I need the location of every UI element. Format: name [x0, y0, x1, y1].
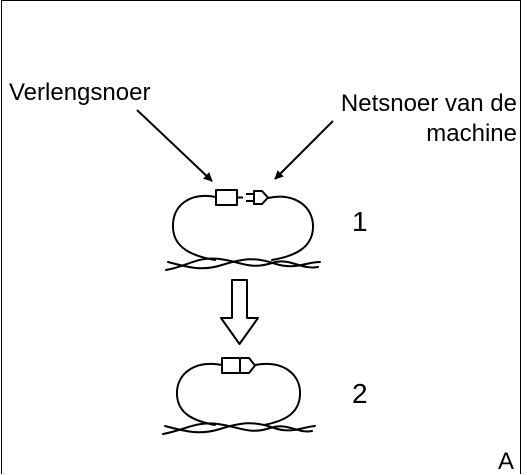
extension-cord-label: Verlengsnoer [9, 79, 151, 106]
cord-loop-closed-connection [162, 363, 316, 435]
plug-inserted-in-socket-icon [221, 357, 256, 374]
cord-loop-open-connection [165, 194, 321, 271]
extension-cord-leader-arrow [136, 109, 213, 182]
step-number-2: 2 [352, 378, 368, 409]
figure-letter: A [497, 448, 514, 475]
plug-and-socket-apart-icon [215, 189, 269, 206]
down-arrow-icon [220, 279, 259, 345]
machine-cord-label-line2: machine [426, 120, 517, 147]
step-number-1: 1 [352, 206, 368, 237]
machine-cord-label-line1: Netsnoer van de [340, 90, 517, 117]
machine-cord-leader-arrow [274, 120, 334, 180]
